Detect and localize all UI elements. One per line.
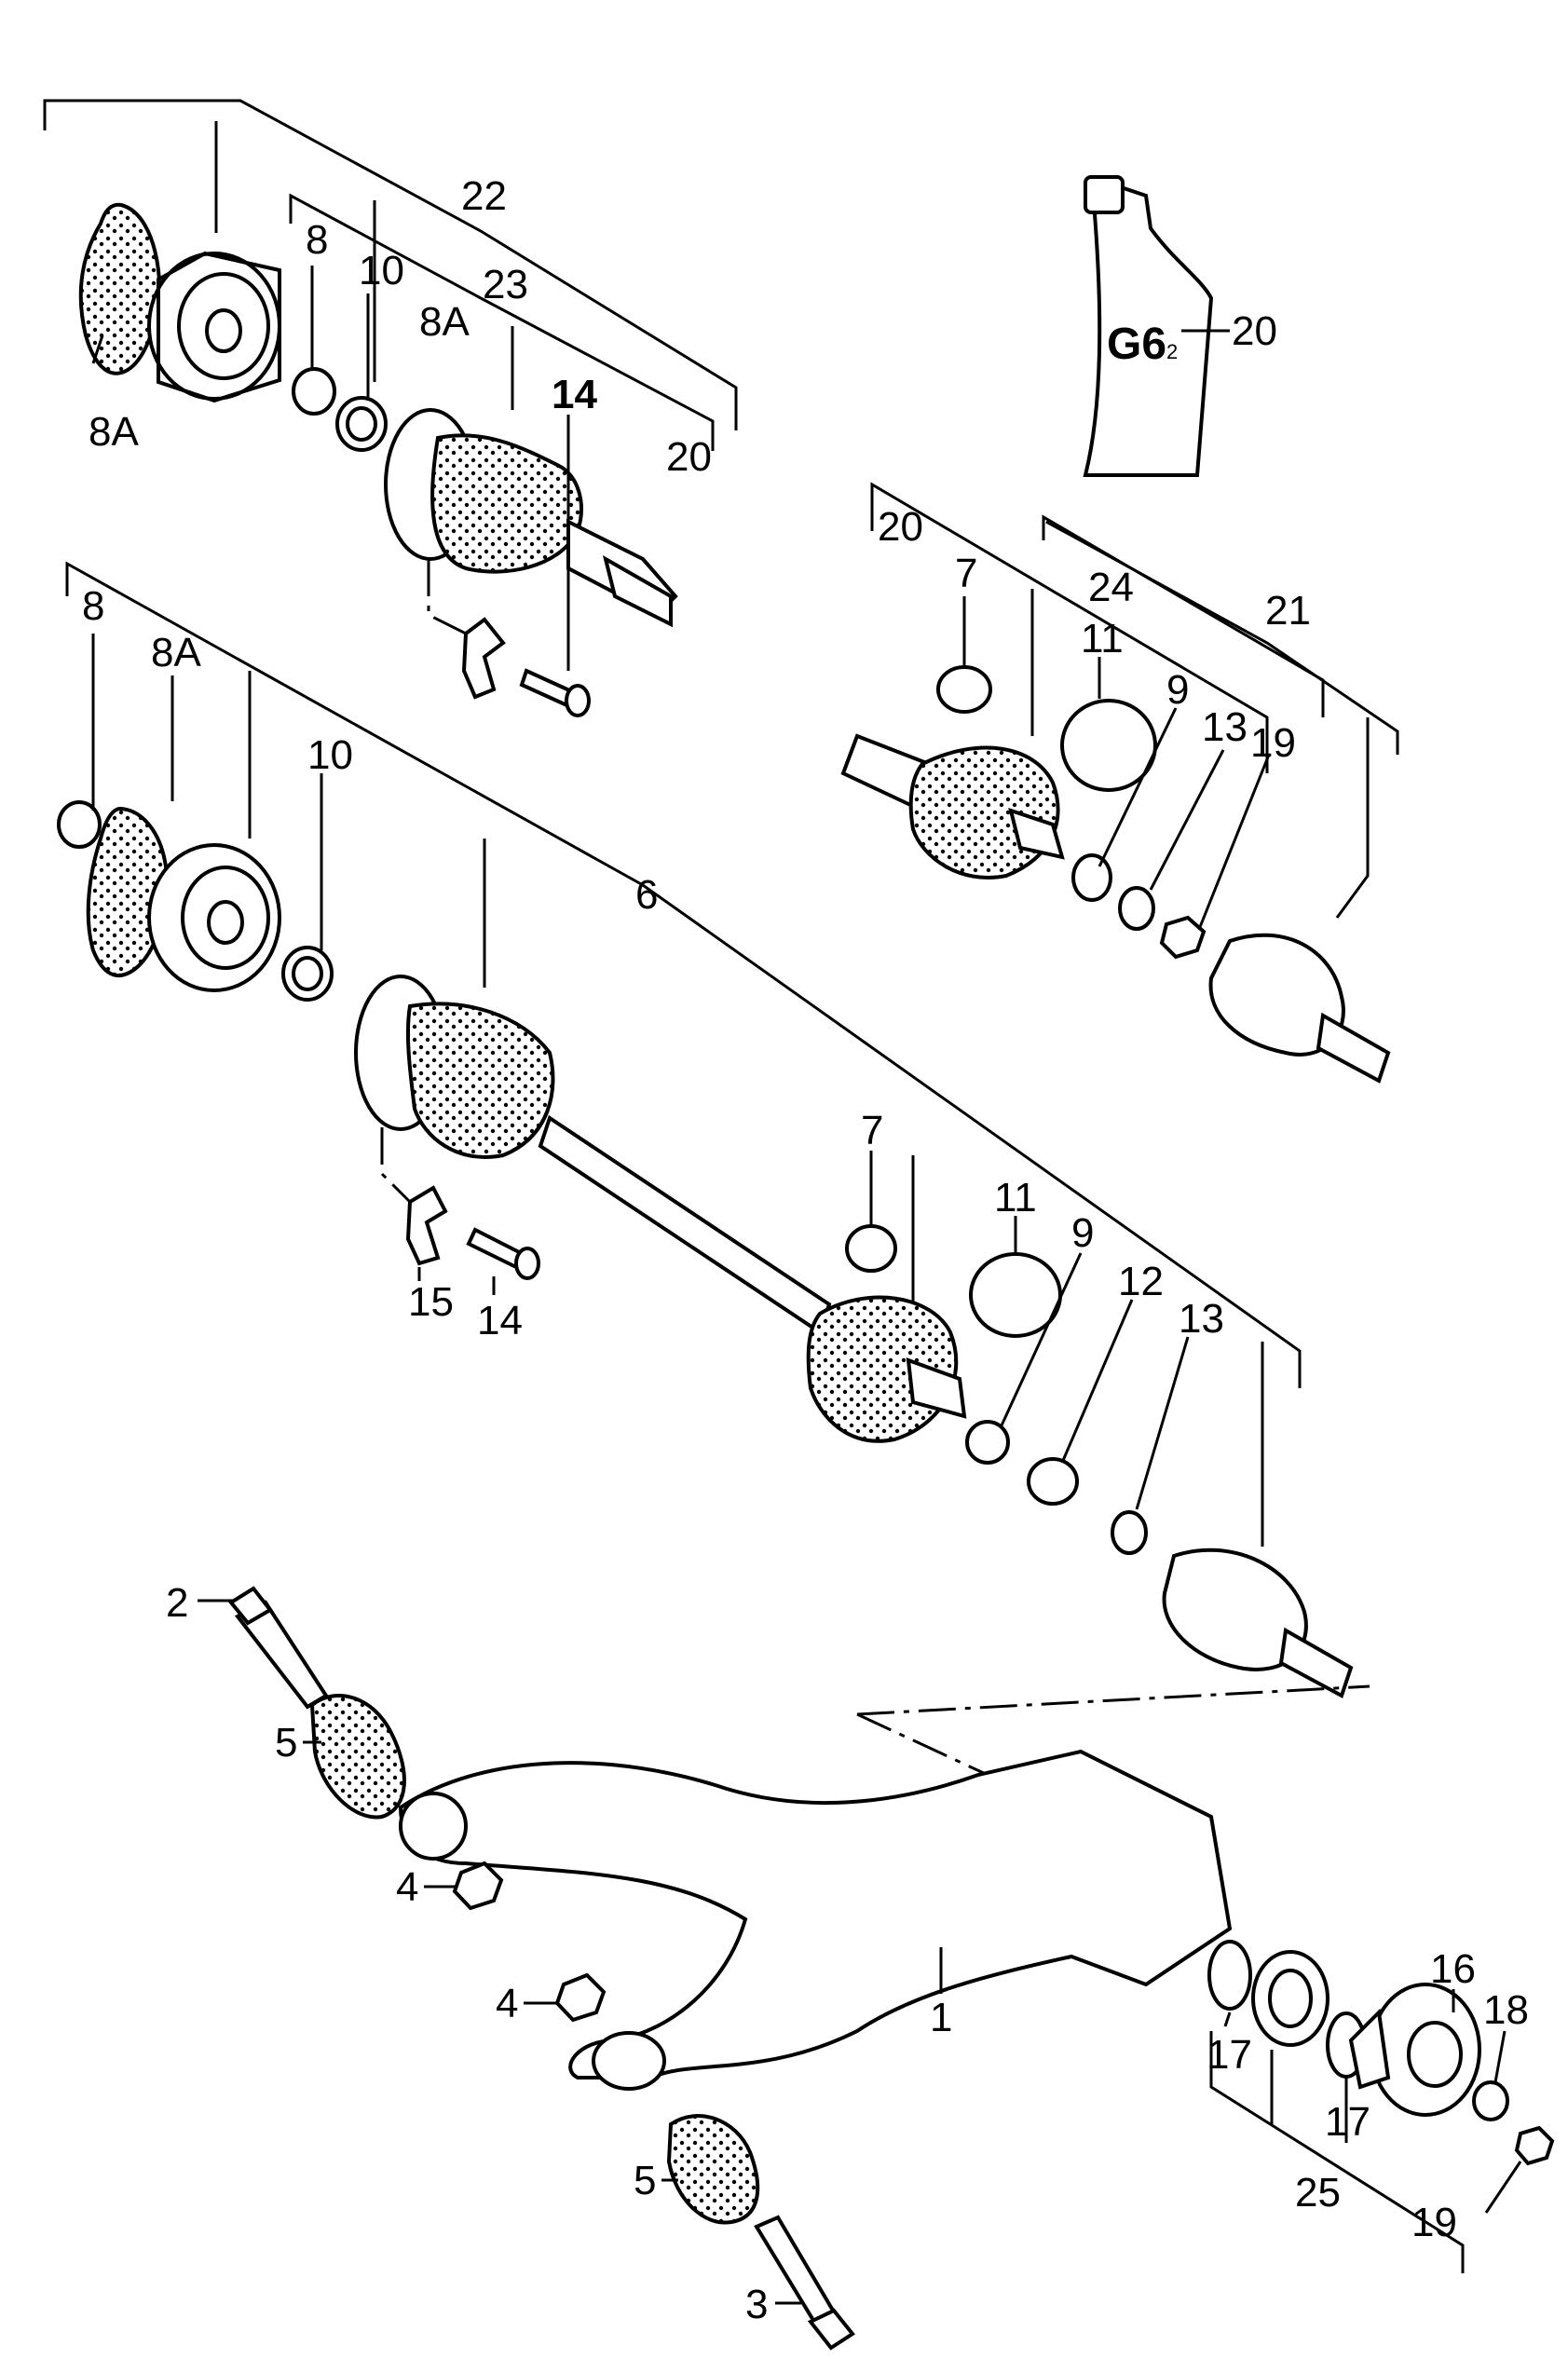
clamp-11-top [1060, 699, 1157, 792]
label-24: 24 [1088, 565, 1134, 610]
label-22: 22 [461, 173, 507, 219]
bracket-20-mid [870, 482, 1269, 773]
nut-19-bottom [1514, 2125, 1555, 2166]
boot-top [430, 433, 583, 574]
label-5-top: 5 [275, 1720, 297, 1766]
tube-subtext: 2 [1166, 340, 1178, 363]
label-13-mid: 13 [1179, 1296, 1224, 1342]
label-3: 3 [745, 2282, 768, 2327]
label-9-top: 9 [1166, 667, 1189, 713]
label-1: 1 [930, 1995, 952, 2040]
clamp-7-mid [845, 1224, 897, 1273]
label-8a-mid: 8A [151, 630, 201, 675]
bracket-21 [1045, 520, 1399, 755]
bracket-24 [1042, 514, 1325, 717]
label-16: 16 [1430, 1946, 1476, 1992]
label-21: 21 [1265, 588, 1311, 634]
top-driveshaft-assembly [43, 99, 738, 717]
trailing-arm-1 [398, 1749, 1233, 2079]
gasket-8a-top [78, 202, 161, 375]
bushing-12 [1027, 1457, 1079, 1506]
label-11-mid: 11 [994, 1175, 1037, 1220]
label-19-top: 19 [1250, 720, 1296, 766]
label-8a-top-boot: 8A [419, 299, 470, 345]
label-25: 25 [1295, 2170, 1341, 2216]
bracket-6 [65, 561, 1302, 1388]
circlip-13-top [1118, 886, 1155, 931]
label-19-bottom: 19 [1411, 2200, 1457, 2245]
bushing-5-bottom [666, 2114, 760, 2225]
shaft-6 [538, 1114, 832, 1336]
boot-right [908, 745, 1060, 880]
label-20-tube: 20 [1232, 308, 1277, 354]
label-11-top: 11 [1081, 616, 1124, 661]
tube-text: G6 [1107, 320, 1166, 369]
ring-9-mid [965, 1420, 1010, 1465]
label-4-bottom: 4 [496, 1981, 518, 2026]
clamp-7-top [936, 665, 992, 714]
nut-4-bottom [554, 1972, 607, 2023]
label-7-mid: 7 [861, 1108, 883, 1153]
circlip-13-mid [1111, 1510, 1148, 1555]
label-4-top: 4 [396, 1864, 418, 1910]
label-9-mid: 9 [1071, 1210, 1094, 1256]
washer-18 [1472, 2080, 1509, 2121]
circlip-8-top [292, 367, 336, 416]
leader-lines [91, 266, 1522, 2305]
label-18: 18 [1483, 1987, 1529, 2033]
label-23: 23 [483, 262, 528, 307]
tab-plate-15 [405, 1185, 448, 1266]
ring-9-top [1071, 853, 1112, 902]
label-10-mid: 10 [307, 732, 353, 778]
label-8-mid: 8 [82, 583, 104, 629]
bracket-23 [289, 193, 715, 451]
label-13-top: 13 [1202, 704, 1248, 750]
label-14-mid: 14 [477, 1298, 523, 1343]
label-8-top: 8 [306, 217, 328, 263]
part-labels: 22 23 8 10 8A 8A 14 20 20 20 24 21 7 11 … [82, 173, 1529, 2327]
label-12: 12 [1118, 1259, 1164, 1304]
label-14-top: 14 [552, 372, 597, 417]
boot-mid-inner [405, 1002, 555, 1159]
label-17-b: 17 [1325, 2099, 1370, 2145]
circlip-17-a [1207, 1940, 1252, 2011]
label-5-bottom: 5 [634, 2158, 656, 2203]
trailing-arm-assembly [228, 1586, 1555, 2351]
label-20-top: 20 [666, 434, 712, 480]
label-17-a: 17 [1207, 2032, 1252, 2078]
bushing-5-top [309, 1694, 406, 1820]
label-2: 2 [166, 1580, 188, 1626]
label-6: 6 [635, 872, 658, 918]
nut-4-top [452, 1861, 504, 1911]
right-cv-joint-assembly [840, 482, 1399, 1084]
label-20-mid: 20 [878, 504, 923, 550]
label-8a-top-left: 8A [89, 409, 139, 455]
bracket-22 [43, 99, 738, 430]
tab-plate-top [461, 617, 506, 700]
grease-tube-20: G6 2 [1083, 175, 1230, 477]
label-15: 15 [408, 1279, 454, 1325]
label-10-top: 10 [359, 248, 404, 293]
nut-19-top [1159, 915, 1207, 960]
middle-driveshaft-assembly [57, 561, 1354, 1698]
circlip-8-mid [57, 800, 102, 849]
label-7-top: 7 [955, 551, 977, 596]
bracket-25 [1209, 2031, 1465, 2273]
